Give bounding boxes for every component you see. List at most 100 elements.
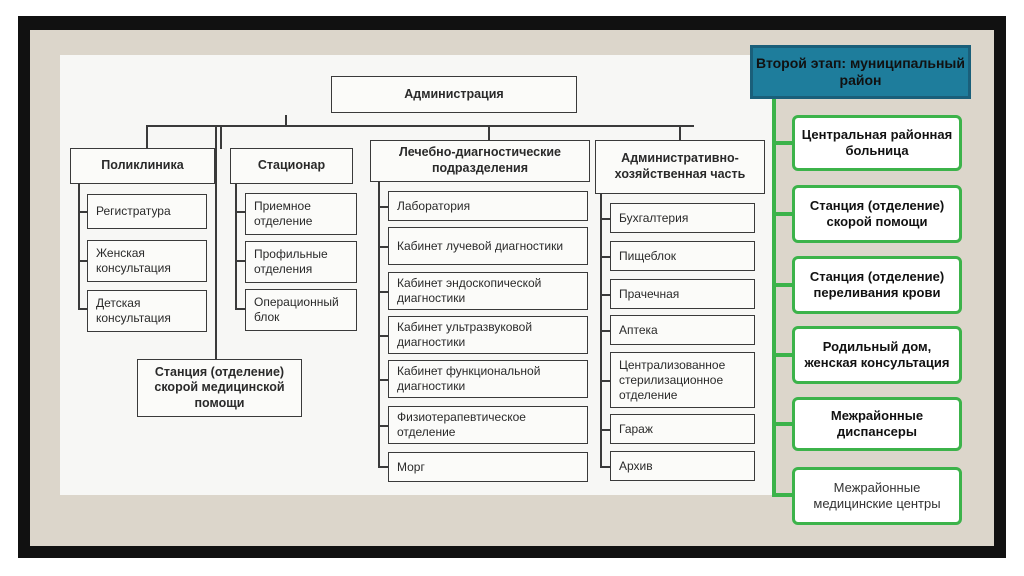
connector [78,260,88,262]
stage-title-text: Второй этап: муниципальный район [756,54,965,89]
connector [600,429,610,431]
connector [378,425,388,427]
stage-item-label: Родильный дом, женская консультация [804,339,950,370]
item-label: Приемное отделение [254,199,313,228]
item-label: Кабинет ультразвуковой диагностики [397,320,533,349]
stage-item-label: Центральная районная больница [801,127,953,158]
item-label: Централизованное стерилизационное отделе… [619,357,726,402]
connector [378,379,388,381]
hospital-node: Стационар [230,148,353,184]
stage-item: Станция (отделение) скорой помощи [792,185,962,243]
stage-tick [772,141,792,145]
stage-title: Второй этап: муниципальный район [750,45,971,99]
admin-item: Централизованное стерилизационное отделе… [610,352,755,408]
item-label: Аптека [619,322,658,337]
item-label: Лаборатория [397,198,471,213]
item-label: Детская консультация [96,296,171,325]
connector [600,380,610,382]
item-label: Операционный блок [254,295,339,324]
connector [378,246,388,248]
diagnostics-item: Кабинет эндоскопической диагностики [388,272,588,310]
item-label: Гараж [619,421,653,436]
stage-item: Межрайонные медицинские центры [792,467,962,525]
connector [488,125,490,141]
item-label: Кабинет лучевой диагностики [397,238,564,253]
diagnostics-node: Лечебно-диагностические подразделения [370,140,590,182]
diagnostics-item: Лаборатория [388,191,588,221]
item-label: Прачечная [619,286,680,301]
hospital-item: Операционный блок [245,289,357,331]
connector [600,294,610,296]
admin-item: Архив [610,451,755,481]
stage-item-label: Станция (отделение) переливания крови [809,269,945,300]
item-label: Бухгалтерия [619,210,689,225]
stage-tick [772,283,792,287]
connector [679,125,681,141]
item-label: Регистратура [96,204,171,218]
connector [78,308,88,310]
ambulance-node: Станция (отделение) скорой медицинской п… [137,359,302,417]
connector [235,211,245,213]
root-node: Администрация [331,76,577,113]
stage-tick [772,353,792,357]
stage-spine [772,99,776,497]
connector [600,218,610,220]
stage-tick [772,493,792,497]
stage-item-label: Межрайонные диспансеры [830,408,924,439]
diagnostics-title: Лечебно-диагностические подразделения [399,145,561,175]
connector [220,125,222,149]
item-label: Кабинет эндоскопической диагностики [397,276,542,305]
org-chart: Администрация Поликлиника Регистратура Ж… [60,55,775,495]
item-label: Морг [397,459,425,474]
stage-item-label: Межрайонные медицинские центры [813,480,941,511]
diagnostics-item: Физиотерапевтическое отделение [388,406,588,444]
item-label: Кабинет функциональной диагностики [397,364,541,393]
hospital-item: Профильные отделения [245,241,357,283]
diagnostics-item: Кабинет функциональной диагностики [388,360,588,398]
connector [235,260,245,262]
stage-item: Центральная районная больница [792,115,962,171]
connector [285,115,287,125]
diagnostics-item: Кабинет лучевой диагностики [388,227,588,265]
stage-tick [772,212,792,216]
connector [146,125,694,127]
item-label: Женская консультация [96,246,171,275]
admin-node: Административно-хозяйственная часть [595,140,765,194]
connector [215,125,217,360]
admin-item: Пищеблок [610,241,755,271]
ambulance-label: Станция (отделение) скорой медицинской п… [154,364,285,410]
connector [600,330,610,332]
hospital-title: Стационар [257,158,326,173]
item-label: Физиотерапевтическое отделение [397,410,526,439]
admin-item: Прачечная [610,279,755,309]
connector [378,335,388,337]
diagnostics-item: Кабинет ультразвуковой диагностики [388,316,588,354]
polyclinic-title: Поликлиника [101,158,184,173]
connector [235,308,245,310]
connector [146,125,148,149]
stage-item: Межрайонные диспансеры [792,397,962,451]
connector [600,466,610,468]
connector [378,291,388,293]
admin-title: Административно-хозяйственная часть [614,151,746,181]
admin-item: Аптека [610,315,755,345]
stage-item: Станция (отделение) переливания крови [792,256,962,314]
connector [78,211,88,213]
root-label: Администрация [404,86,504,101]
connector [600,256,610,258]
admin-item: Гараж [610,414,755,444]
stage-item-label: Станция (отделение) скорой помощи [809,198,945,229]
item-label: Пищеблок [619,248,676,263]
diagnostics-item: Морг [388,452,588,482]
item-label: Архив [619,458,653,473]
polyclinic-item: Детская консультация [87,290,207,332]
polyclinic-item: Регистратура [87,194,207,229]
stage-tick [772,422,792,426]
admin-item: Бухгалтерия [610,203,755,233]
connector [378,181,380,467]
item-label: Профильные отделения [254,247,328,276]
hospital-item: Приемное отделение [245,193,357,235]
connector [235,183,237,308]
connector [378,466,388,468]
connector [78,183,80,308]
